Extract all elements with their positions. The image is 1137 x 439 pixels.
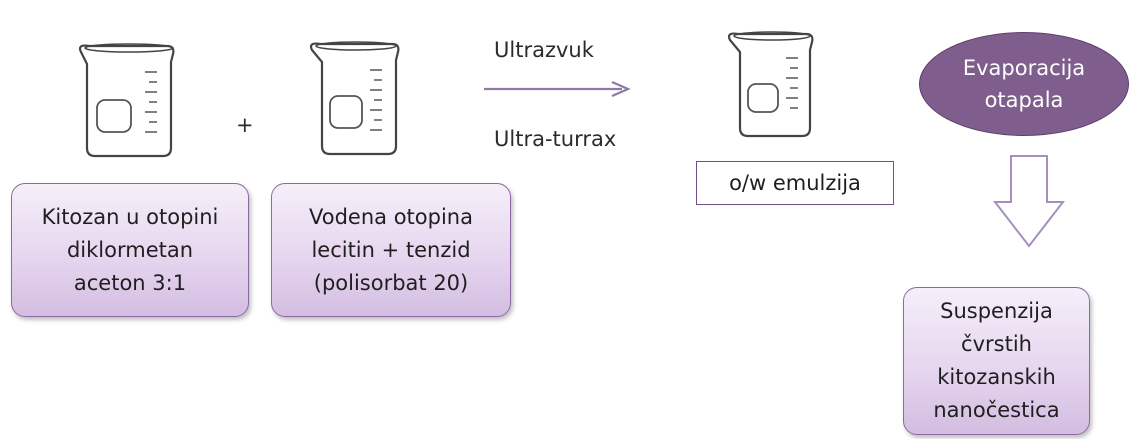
emulsion-label: o/w emulzija [729,171,861,195]
chitosan-line-1: Kitozan u otopini [41,204,219,229]
aqueous-line-2: lecitin + tenzid [311,237,471,262]
evaporation-line-2: otapala [984,88,1064,112]
aqueous-solution-box: Vodena otopina lecitin + tenzid (polisor… [271,183,511,317]
chitosan-line-3: aceton 3:1 [73,270,187,295]
arrow-right-icon [484,80,631,98]
arrow-down-icon [993,155,1065,248]
emulsion-box: o/w emulzija [696,161,894,205]
beaker-icon [78,43,175,158]
beaker-icon [309,41,400,156]
plus-sign: + [236,113,254,137]
beaker-icon [727,31,814,138]
suspension-line-1: Suspenzija [940,299,1053,323]
suspension-line-4: nanočestica [933,398,1060,422]
aqueous-line-3: (polisorbat 20) [313,270,469,295]
arrow-label-bottom: Ultra-turrax [494,127,617,151]
arrow-label-top: Ultrazvuk [494,38,594,62]
chitosan-line-2: diklormetan [66,237,194,262]
suspension-line-2: čvrstih [961,332,1032,356]
suspension-box: Suspenzija čvrstih kitozanskih nanočesti… [903,287,1090,435]
evaporation-ellipse: Evaporacija otapala [919,32,1129,136]
suspension-line-3: kitozanskih [937,365,1056,389]
evaporation-line-1: Evaporacija [962,56,1086,80]
chitosan-solution-box: Kitozan u otopini diklormetan aceton 3:1 [11,183,249,317]
aqueous-line-1: Vodena otopina [309,204,473,229]
